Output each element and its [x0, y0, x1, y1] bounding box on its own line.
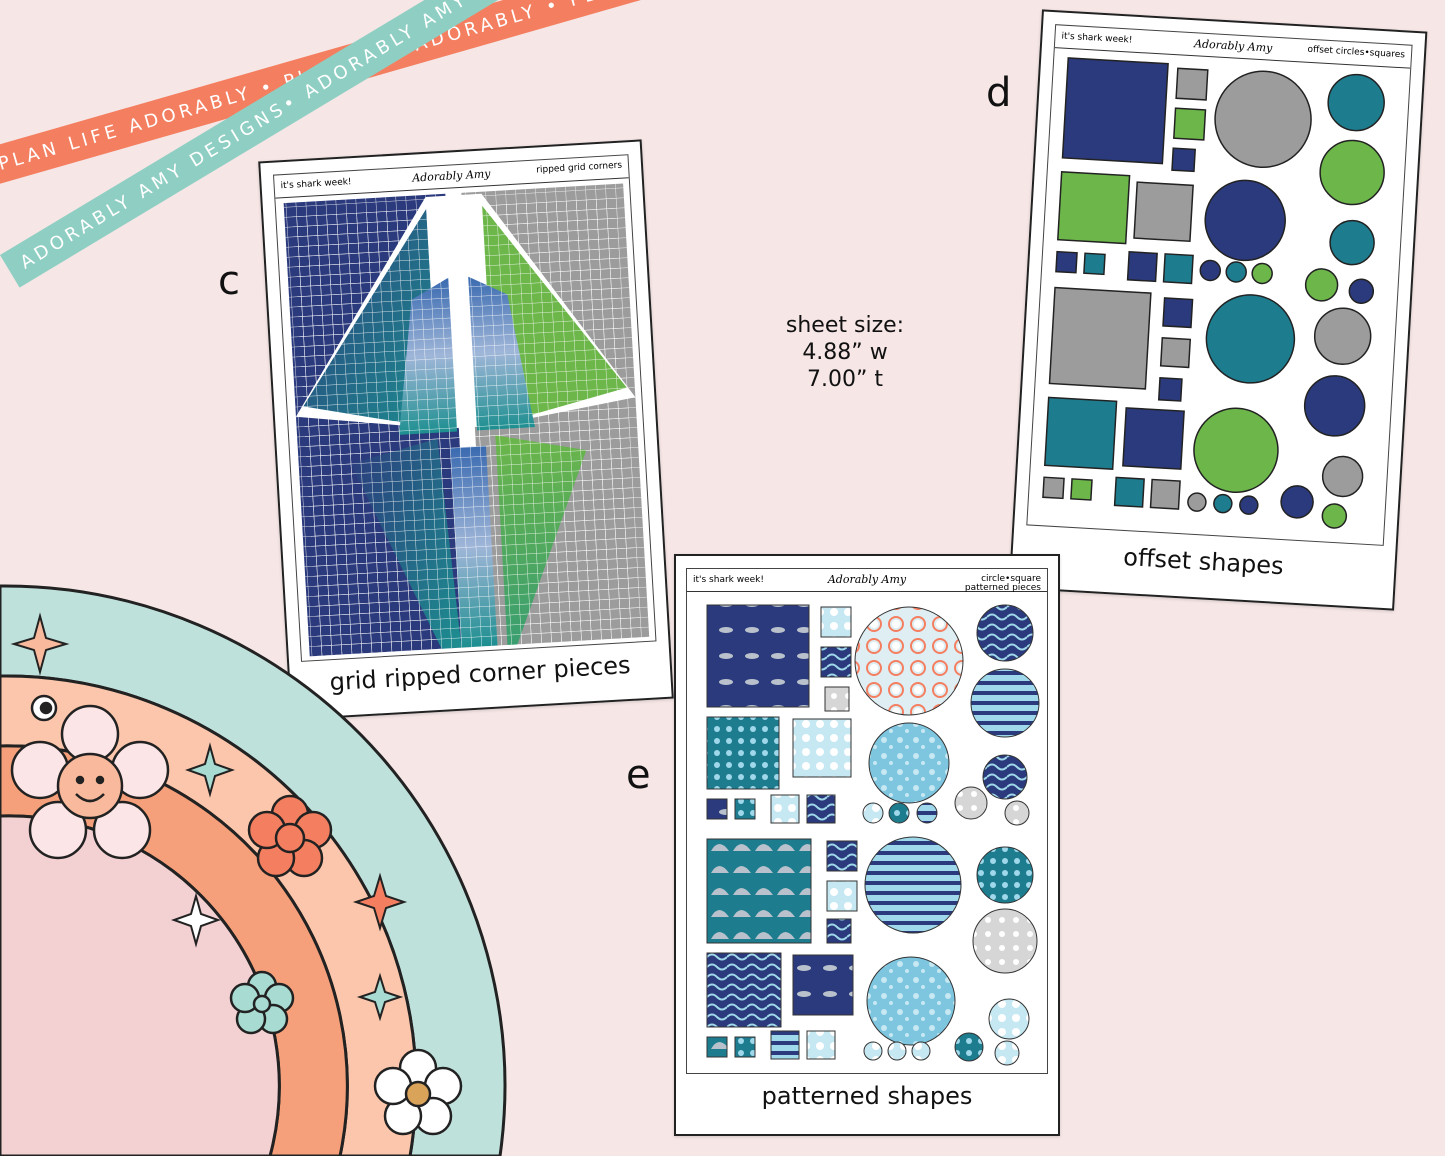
sheet-type: ripped grid corners — [536, 160, 623, 176]
sheet-theme: it's shark week! — [693, 575, 764, 585]
sheet-size-info: sheet size: 4.88” w 7.00” t — [760, 312, 930, 393]
sheet-type-line2: patterned pieces — [964, 583, 1041, 593]
sheet-type: offset circles•squares — [1307, 44, 1406, 61]
sheet-type: circle•square patterned pieces — [965, 575, 1041, 593]
sheet-theme: it's shark week! — [280, 177, 352, 192]
product-caption-d: offset shapes — [1122, 542, 1285, 581]
brand-logo: Adorably Amy — [827, 573, 907, 586]
product-letter-d: d — [986, 70, 1012, 116]
product-caption-e: patterned shapes — [761, 1082, 973, 1110]
sheet-size-width: 4.88” w — [802, 340, 888, 365]
ripped-grid-artwork — [283, 183, 650, 657]
sheet-theme: it's shark week! — [1061, 31, 1133, 46]
smiley-flower-icon — [10, 704, 170, 860]
brand-logo: Adorably Amy — [1193, 37, 1273, 55]
rainbow — [0, 584, 507, 1156]
flower-icon — [247, 794, 333, 878]
brand-logo: Adorably Amy — [411, 167, 491, 185]
eye-icon — [30, 694, 58, 722]
patterned-shapes-artwork — [706, 604, 1040, 1066]
flower-icon — [229, 970, 295, 1035]
sparkle-star-icon — [10, 612, 408, 1022]
sticker-sheet-c: it's shark week! Adorably Amy ripped gri… — [272, 154, 657, 662]
sticker-sheet-d: it's shark week! Adorably Amy offset cir… — [1026, 24, 1413, 546]
sticker-sheet-e: it's shark week! Adorably Amy circle•squ… — [686, 568, 1048, 1074]
product-letter-e: e — [626, 752, 651, 798]
product-card-c[interactable]: it's shark week! Adorably Amy ripped gri… — [258, 139, 674, 721]
offset-shapes-artwork — [1042, 57, 1385, 529]
product-card-d[interactable]: it's shark week! Adorably Amy offset cir… — [1008, 9, 1428, 611]
flower-icon — [373, 1048, 463, 1136]
product-card-e[interactable]: it's shark week! Adorably Amy circle•squ… — [674, 554, 1060, 1136]
sheet-size-label: sheet size: — [785, 313, 905, 338]
sheet-type-line1: circle•square — [981, 574, 1041, 584]
sheet-header: it's shark week! Adorably Amy circle•squ… — [687, 569, 1047, 593]
product-letter-c: c — [218, 258, 240, 304]
sheet-size-height: 7.00” t — [806, 367, 883, 392]
